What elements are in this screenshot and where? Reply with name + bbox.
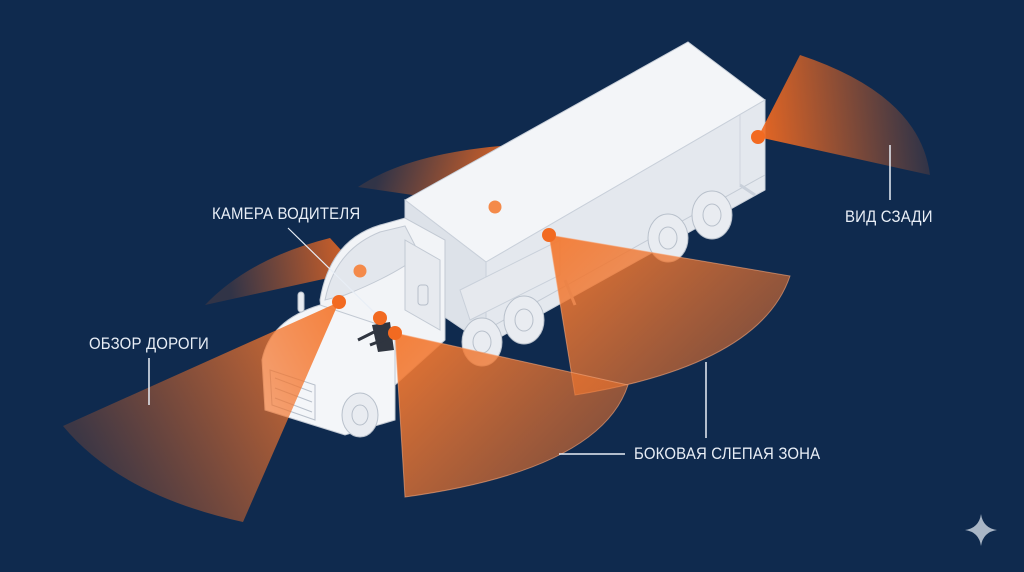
driver-camera-icon [373,311,387,325]
trailer-side-camera-icon [542,228,556,242]
side-blind-zone-front-coverage [394,332,629,498]
trailer-top-camera-icon [488,200,502,214]
side-blind-zone-rear-coverage [548,234,791,396]
sparkle-icon [965,514,997,546]
road-camera-icon [332,295,346,309]
rear-view-label: ВИД СЗАДИ [845,207,933,226]
road-view-label: ОБЗОР ДОРОГИ [89,334,209,353]
rear-view-coverage [758,55,930,175]
side-blind-zone-label: БОКОВАЯ СЛЕПАЯ ЗОНА [634,444,821,463]
cab-roof-coverage [205,238,360,305]
rear-camera-icon [751,130,765,144]
driver-camera-leader [287,227,381,319]
driver-figure [357,322,394,352]
cab-roof-camera-icon [353,264,367,278]
side-front-camera-icon [388,326,402,340]
driver-camera-label: КАМЕРА ВОДИТЕЛЯ [212,204,361,223]
road-view-coverage [63,302,339,522]
